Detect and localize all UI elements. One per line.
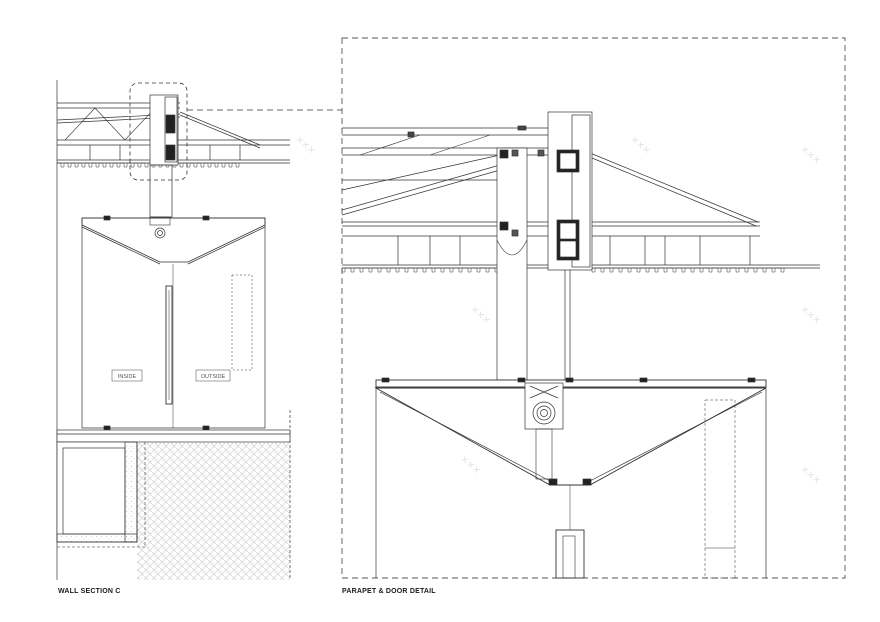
svg-text:✕✕✕: ✕✕✕ xyxy=(468,305,492,327)
parapet-door-detail xyxy=(341,37,846,579)
inside-tag: INSIDE xyxy=(111,369,143,382)
caption-wall-section-c: WALL SECTION C xyxy=(58,588,121,595)
svg-text:✕✕✕: ✕✕✕ xyxy=(293,135,317,157)
outside-tag: OUTSIDE xyxy=(195,369,231,382)
caption-parapet-door-detail: PARAPET & DOOR DETAIL xyxy=(342,588,436,595)
svg-text:✕✕✕: ✕✕✕ xyxy=(798,145,822,167)
svg-text:✕✕✕: ✕✕✕ xyxy=(628,135,652,157)
svg-text:OUTSIDE: OUTSIDE xyxy=(201,374,226,380)
svg-text:✕✕✕: ✕✕✕ xyxy=(798,305,822,327)
svg-text:✕✕✕: ✕✕✕ xyxy=(798,465,822,487)
svg-text:✕✕✕: ✕✕✕ xyxy=(458,455,482,477)
wall-section-c xyxy=(56,80,342,580)
svg-text:INSIDE: INSIDE xyxy=(118,374,137,380)
